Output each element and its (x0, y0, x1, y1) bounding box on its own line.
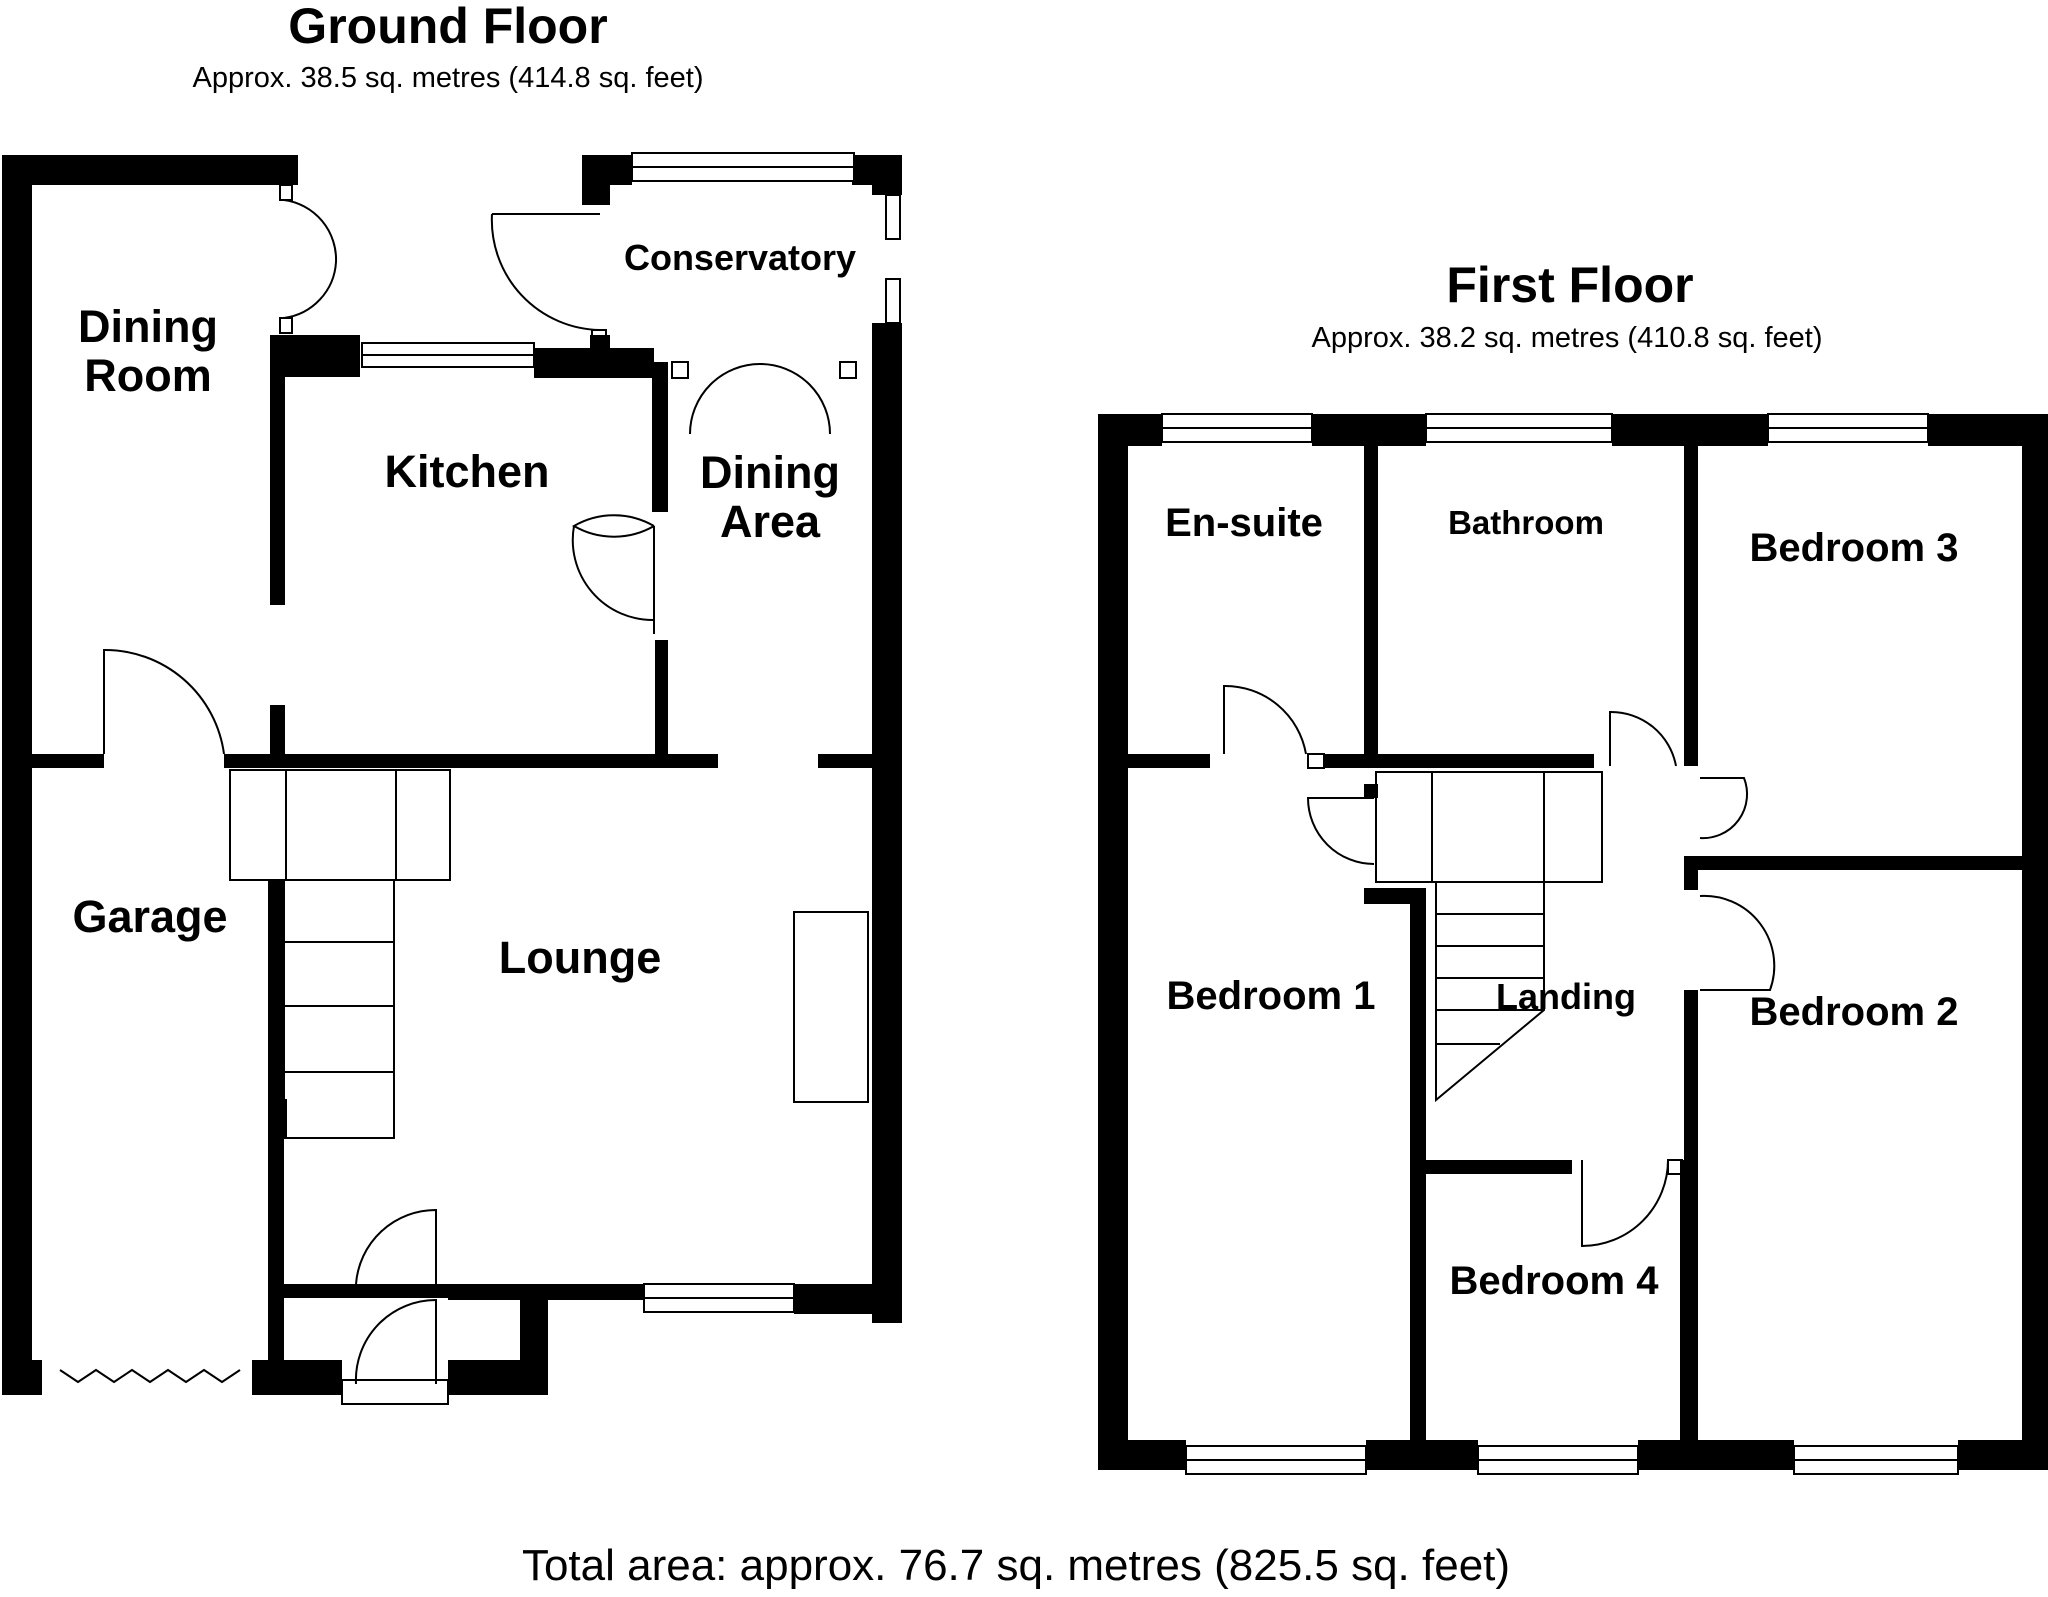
room-label-lounge: Lounge (499, 932, 661, 983)
ground-floor-room-labels: Dining Room Kitchen Conservatory Dining … (72, 237, 856, 983)
room-label-bathroom: Bathroom (1448, 504, 1604, 541)
first-floor-walls (1098, 414, 2048, 1470)
ground-floor-fireplace (793, 911, 869, 1103)
room-label-garage: Garage (72, 891, 227, 942)
first-floor-area: Approx. 38.2 sq. metres (410.8 sq. feet) (1312, 322, 1823, 354)
ground-floor-windows (341, 152, 901, 1405)
room-label-dining-area-line1: Dining (700, 447, 840, 498)
room-label-bedroom-1: Bedroom 1 (1167, 974, 1376, 1018)
room-label-conservatory: Conservatory (624, 237, 856, 278)
first-floor-room-labels: En-suite Bathroom Bedroom 3 Bedroom 1 La… (1165, 501, 1958, 1303)
room-label-bedroom-4: Bedroom 4 (1450, 1259, 1660, 1303)
ground-floor-area: Approx. 38.5 sq. metres (414.8 sq. feet) (193, 62, 704, 94)
first-floor-title: First Floor (1446, 257, 1693, 313)
room-label-dining-area-line2: Area (720, 496, 821, 547)
room-label-landing: Landing (1496, 976, 1636, 1017)
first-floor-stairs (1375, 771, 1603, 1103)
first-floor-doors (1223, 684, 1776, 1248)
ground-floor-stairs (229, 769, 451, 1139)
ground-floor: Ground Floor Approx. 38.5 sq. metres (41… (2, 0, 902, 1405)
room-label-dining-room-line2: Room (84, 350, 212, 401)
room-label-en-suite: En-suite (1165, 501, 1323, 545)
room-label-bedroom-2: Bedroom 2 (1750, 990, 1959, 1034)
ground-floor-title: Ground Floor (288, 0, 607, 54)
first-floor-windows (1161, 413, 1959, 1475)
total-area: Total area: approx. 76.7 sq. metres (825… (522, 1541, 1510, 1590)
ground-floor-doors (59, 184, 857, 1385)
room-label-dining-room-line1: Dining (78, 301, 218, 352)
room-label-kitchen: Kitchen (384, 446, 549, 497)
first-floor: First Floor Approx. 38.2 sq. metres (410… (1098, 257, 2048, 1475)
ground-floor-walls (2, 155, 902, 1395)
room-label-bedroom-3: Bedroom 3 (1750, 526, 1959, 570)
